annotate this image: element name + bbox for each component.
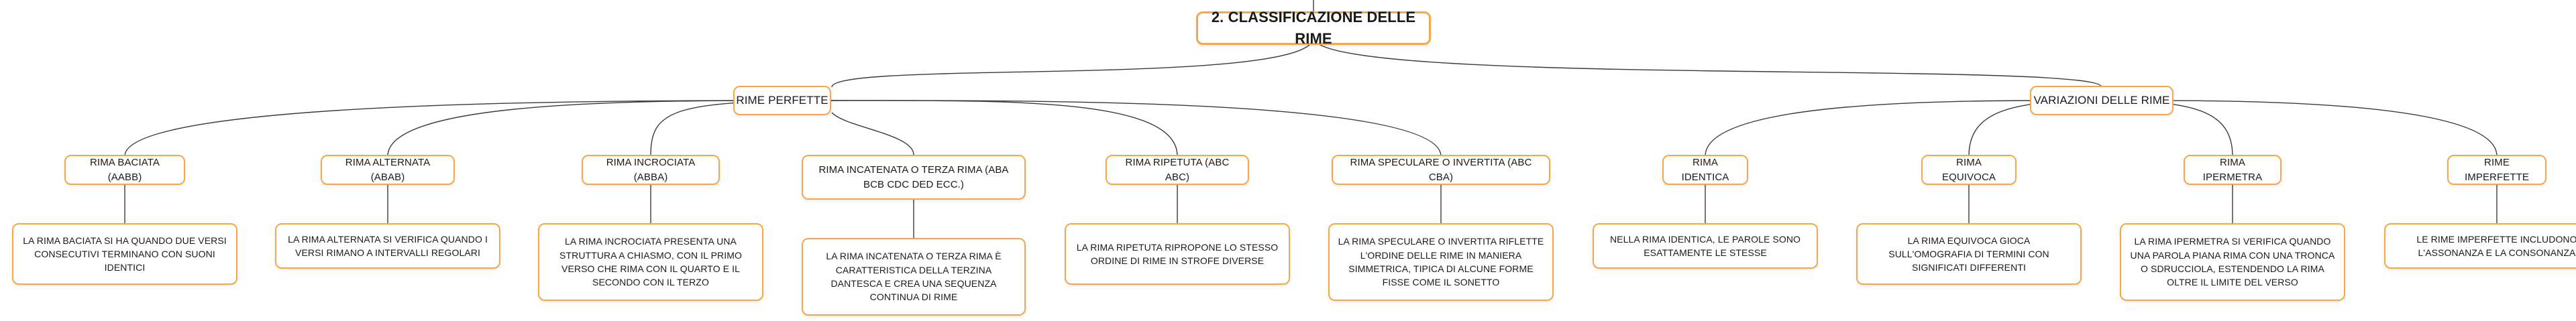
connector-root-perfette bbox=[831, 37, 1314, 88]
category-node-rima-incatenata[interactable]: RIMA INCATENATA O TERZA RIMA (ABA BCB CD… bbox=[802, 155, 1026, 200]
description-node-rima-ripetuta[interactable]: LA RIMA RIPETUTA RIPROPONE LO STESSO ORD… bbox=[1065, 223, 1290, 285]
description-node-rima-ipermetra[interactable]: LA RIMA IPERMETRA SI VERIFICA QUANDO UNA… bbox=[2120, 223, 2345, 301]
category-node-rima-identica[interactable]: RIMA IDENTICA bbox=[1662, 155, 1748, 185]
description-node-rime-imperfette[interactable]: LE RIME IMPERFETTE INCLUDONO L'ASSONANZA… bbox=[2384, 223, 2576, 269]
description-node-rima-speculare[interactable]: LA RIMA SPECULARE O INVERTITA RIFLETTE L… bbox=[1328, 223, 1554, 301]
category-node-rima-equivoca[interactable]: RIMA EQUIVOCA bbox=[1921, 155, 2017, 185]
connector-perfette-ripetuta bbox=[831, 100, 1178, 157]
connector-perfette-baciata bbox=[124, 100, 833, 157]
description-node-rima-incatenata[interactable]: LA RIMA INCATENATA O TERZA RIMA È CARATT… bbox=[802, 238, 1026, 316]
category-node-rima-ripetuta[interactable]: RIMA RIPETUTA (ABC ABC) bbox=[1106, 155, 1249, 185]
category-node-rima-baciata[interactable]: RIMA BACIATA (AABB) bbox=[64, 155, 185, 185]
category-node-rima-speculare[interactable]: RIMA SPECULARE O INVERTITA (ABC CBA) bbox=[1332, 155, 1550, 185]
connector-perfette-incatenata bbox=[831, 112, 914, 155]
description-node-rima-baciata[interactable]: LA RIMA BACIATA SI HA QUANDO DUE VERSI C… bbox=[12, 223, 237, 285]
connector-root-variazioni bbox=[1313, 37, 2102, 88]
category-node-rima-alternata[interactable]: RIMA ALTERNATA (ABAB) bbox=[321, 155, 455, 185]
group-node-rime-perfette[interactable]: RIME PERFETTE bbox=[733, 86, 831, 115]
description-node-rima-incrociata[interactable]: LA RIMA INCROCIATA PRESENTA UNA STRUTTUR… bbox=[538, 223, 763, 301]
category-node-rima-incrociata[interactable]: RIMA INCROCIATA (ABBA) bbox=[582, 155, 720, 185]
description-node-rima-alternata[interactable]: LA RIMA ALTERNATA SI VERIFICA QUANDO I V… bbox=[275, 223, 500, 269]
category-node-rime-imperfette[interactable]: RIME IMPERFETTE bbox=[2447, 155, 2546, 185]
group-node-variazioni-delle-rime[interactable]: VARIAZIONI DELLE RIME bbox=[2030, 86, 2174, 115]
description-node-rima-identica[interactable]: NELLA RIMA IDENTICA, LE PAROLE SONO ESAT… bbox=[1593, 223, 1818, 269]
root-node[interactable]: 2. CLASSIFICAZIONE DELLE RIME bbox=[1196, 9, 1431, 47]
category-node-rima-ipermetra[interactable]: RIMA IPERMETRA bbox=[2184, 155, 2282, 185]
connector-perfette-speculare bbox=[831, 100, 1442, 157]
description-node-rima-equivoca[interactable]: LA RIMA EQUIVOCA GIOCA SULL'OMOGRAFIA DI… bbox=[1856, 223, 2082, 285]
